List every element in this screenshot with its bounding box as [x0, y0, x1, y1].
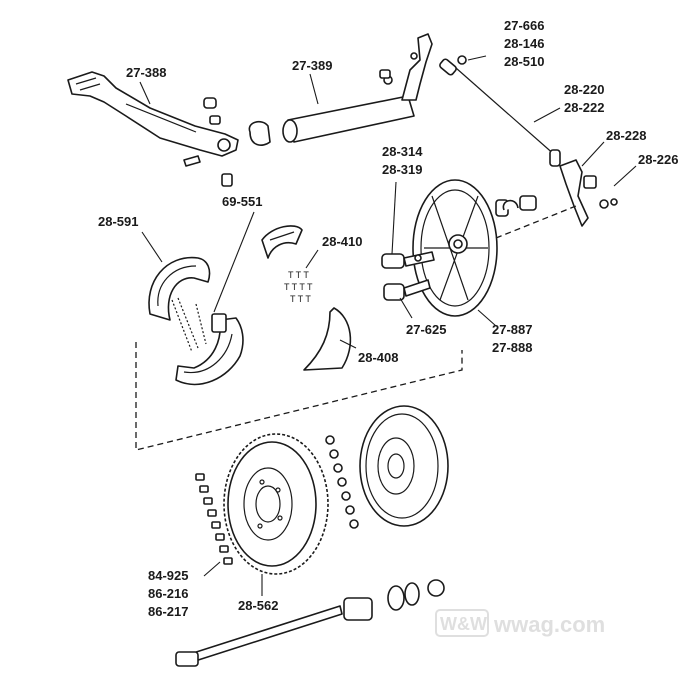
cross-shaft-part [282, 33, 433, 143]
label-27-888: 27-888 [492, 340, 532, 355]
label-28-562: 28-562 [238, 598, 278, 613]
leader-lines [139, 55, 637, 596]
axle-part [175, 579, 445, 667]
brake-shoe-assembly-part [148, 256, 244, 386]
svg-text:T T T: T T T [288, 270, 309, 280]
label-28-591: 28-591 [98, 214, 138, 229]
assembly-outline [135, 342, 463, 451]
label-28-226: 28-226 [638, 152, 678, 167]
label-27-666: 27-666 [504, 18, 544, 33]
label-28-222: 28-222 [564, 100, 604, 115]
watermark-site: wwag.com [493, 612, 605, 637]
nuts-column-part [325, 435, 359, 529]
part-number-labels: 27-388 27-389 27-666 28-146 28-510 28-22… [98, 18, 678, 619]
svg-text:T T T T: T T T T [284, 282, 313, 292]
lining-piece-part [303, 307, 352, 371]
label-69-551: 69-551 [222, 194, 262, 209]
bolts-column-part [195, 473, 233, 565]
label-84-925: 84-925 [148, 568, 188, 583]
brake-lever-part [559, 159, 618, 227]
brake-drum-part [359, 405, 449, 527]
label-27-887: 27-887 [492, 322, 532, 337]
anchor-pin-part [381, 251, 435, 301]
watermark-badge: W&W [440, 614, 487, 634]
label-27-625: 27-625 [406, 322, 446, 337]
label-28-314: 28-314 [382, 144, 423, 159]
watermark: W&W wwag.com [435, 609, 605, 637]
label-86-216: 86-216 [148, 586, 188, 601]
brake-drum-sprocket-part [223, 433, 329, 575]
label-86-217: 86-217 [148, 604, 188, 619]
label-28-319: 28-319 [382, 162, 422, 177]
label-28-510: 28-510 [504, 54, 544, 69]
brake-pedal-part [67, 71, 271, 187]
label-28-408: 28-408 [358, 350, 398, 365]
label-28-220: 28-220 [564, 82, 604, 97]
brake-rod-part [439, 55, 561, 167]
label-28-410: 28-410 [322, 234, 362, 249]
label-28-228: 28-228 [606, 128, 646, 143]
svg-text:T T T: T T T [290, 294, 311, 304]
label-27-388: 27-388 [126, 65, 166, 80]
label-27-389: 27-389 [292, 58, 332, 73]
rivets-part: T T T T T T T T T T [284, 270, 313, 304]
brake-lining-part [261, 225, 303, 259]
backing-plate-part [412, 179, 577, 317]
label-28-146: 28-146 [504, 36, 544, 51]
